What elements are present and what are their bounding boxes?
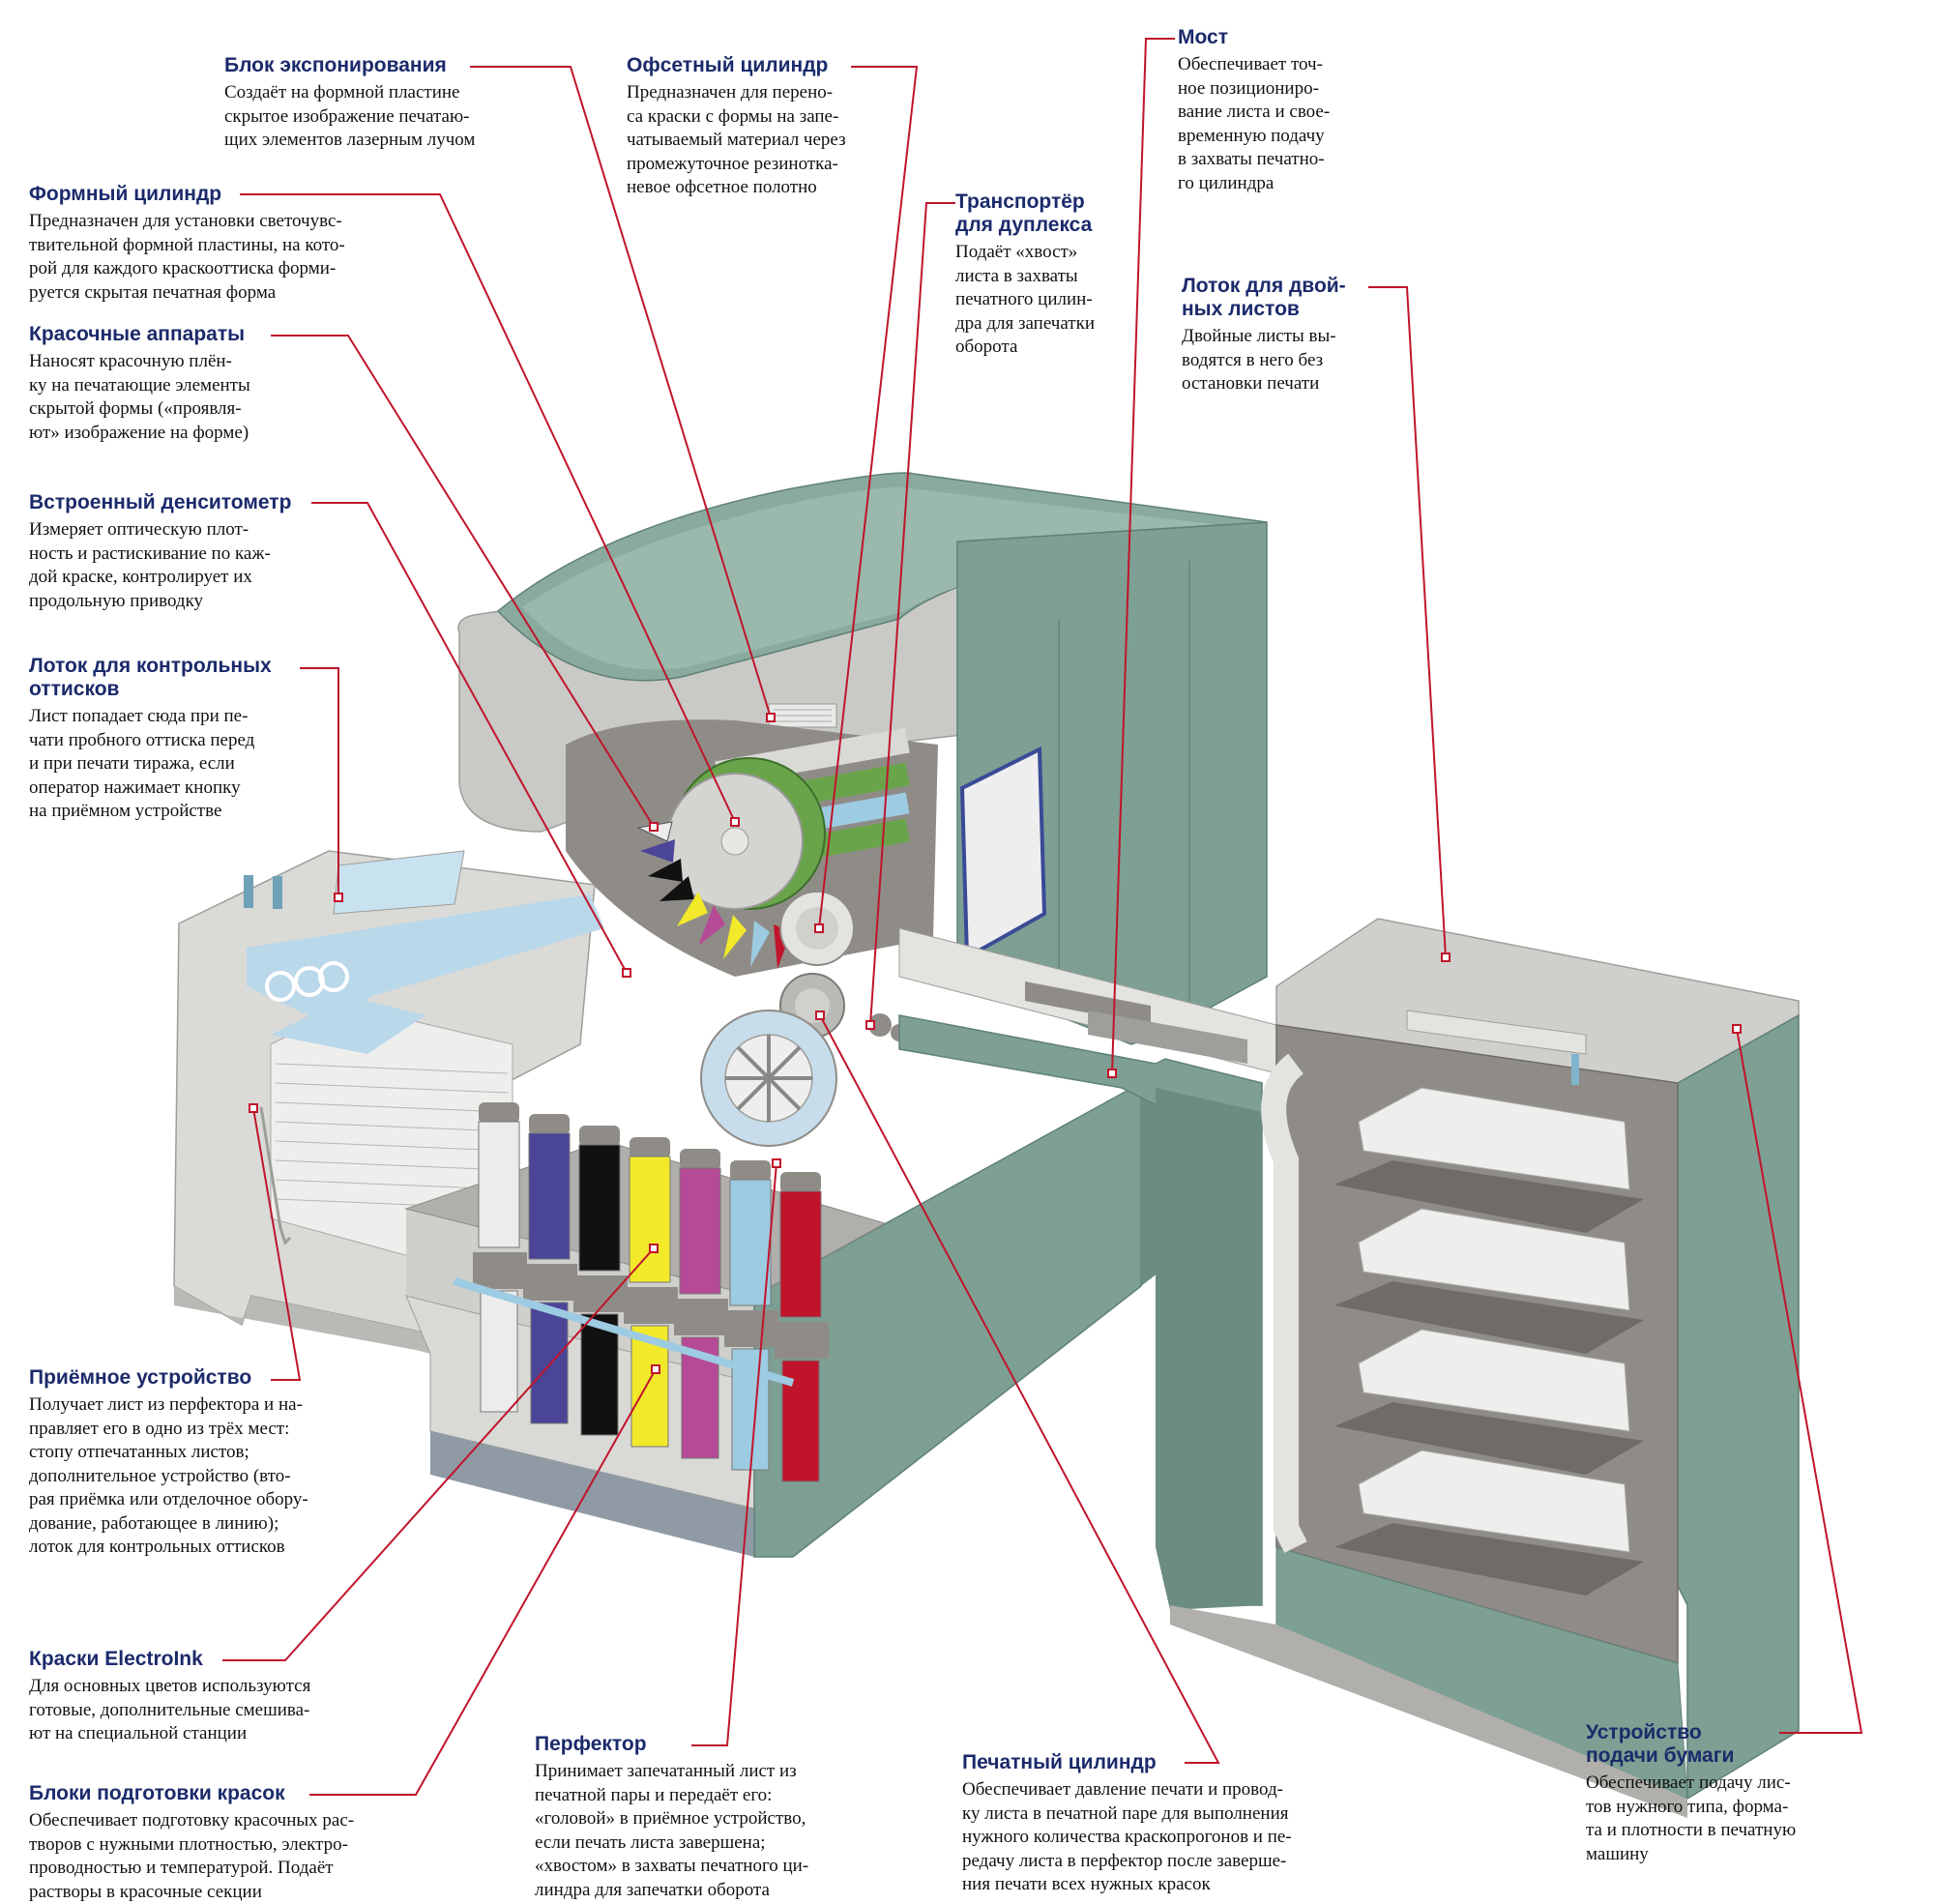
callout-exposure: Блок экспонирования Создаёт на формной п… [224, 54, 640, 153]
callout-text: Получает лист из перфектора и на- правля… [29, 1394, 308, 1557]
callout-title: Встроенный денситометр [29, 491, 292, 513]
callout-plate-cylinder: Формный цилиндр Предназначен для установ… [29, 183, 445, 305]
callout-title: Лоток для контрольных оттисков [29, 655, 272, 700]
leader-inking [271, 335, 655, 828]
marker-inking [649, 822, 659, 832]
callout-electroink: Краски ElectroInk Для основных цветов ис… [29, 1648, 445, 1746]
callout-double-tray: Лоток для двой- ных листов Двойные листы… [1182, 275, 1394, 396]
leader-proof-tray [300, 667, 339, 897]
ink-bottle-red [775, 1172, 829, 1482]
callout-title: Красочные аппараты [29, 323, 246, 345]
leader-exposure [470, 66, 772, 718]
marker-double-tray [1441, 952, 1450, 962]
ink-bottle-light-blue [724, 1160, 778, 1471]
ink-bottles [453, 1102, 829, 1482]
callout-title: Блок экспонирования [224, 54, 447, 76]
marker-ink-prep [651, 1364, 660, 1374]
callout-text: Предназначен для перено- са краски с фор… [627, 82, 846, 197]
callout-text: Обеспечивает подготовку красочных рас- т… [29, 1810, 355, 1902]
callout-title: Приёмное устройство [29, 1366, 252, 1389]
callout-ink-prep: Блоки подготовки красок Обеспечивает под… [29, 1782, 445, 1904]
callout-text: Подаёт «хвост» листа в захваты печатного… [955, 242, 1096, 357]
callout-title: Печатный цилиндр [962, 1751, 1157, 1773]
callout-text: Лист попадает сюда при пе- чати пробного… [29, 706, 255, 821]
marker-impression-cylinder [815, 1011, 825, 1020]
leader-ink-prep [309, 1368, 657, 1796]
leader-offset-cylinder [818, 66, 919, 929]
feeder-shelves [1334, 1087, 1644, 1596]
callout-feeder: Устройство подачи бумаги Обеспечивает по… [1586, 1721, 1866, 1866]
leader-double-tray [1368, 286, 1447, 958]
leader-plate-cylinder [240, 193, 736, 823]
marker-electroink [649, 1244, 659, 1253]
callout-duplex: Транспортёр для дуплекса Подаёт «хвост» … [955, 190, 1168, 360]
ink-bottle-black [573, 1126, 628, 1436]
leader-impression-cylinder [819, 1014, 1220, 1764]
callout-proof-tray: Лоток для контрольных оттисков Лист попа… [29, 655, 445, 824]
callout-title: Устройство подачи бумаги [1586, 1721, 1735, 1767]
callout-title: Мост [1178, 26, 1229, 48]
marker-exposure [766, 713, 776, 722]
callout-title: Транспортёр для дуплекса [955, 190, 1093, 236]
callout-text: Принимает запечатанный лист из печатной … [535, 1761, 809, 1900]
leader-electroink [222, 1247, 655, 1661]
marker-plate-cylinder [730, 817, 740, 827]
leader-delivery [252, 1107, 302, 1381]
callout-text: Предназначен для установки светочувс- тв… [29, 211, 345, 303]
ink-cabinet [404, 1081, 1204, 1558]
marker-duplex [865, 1020, 875, 1030]
callout-impression-cylinder: Печатный цилиндр Обеспечивает давление п… [962, 1751, 1407, 1897]
callout-text: Двойные листы вы- водятся в него без ост… [1182, 326, 1336, 394]
callout-title: Блоки подготовки красок [29, 1782, 285, 1804]
leader-lines [222, 38, 1863, 1796]
ink-bottle-violet [523, 1114, 577, 1424]
leader-feeder [1736, 1028, 1863, 1734]
callout-densitometer: Встроенный денситометр Измеряет оптическ… [29, 491, 445, 613]
callout-text: Наносят красочную плён- ку на печатающие… [29, 351, 250, 443]
delivery-unit [173, 850, 604, 1363]
leader-bridge [1111, 38, 1175, 1074]
marker-perfector [772, 1158, 781, 1168]
callout-text: Обеспечивает подачу лис- тов нужного тип… [1586, 1772, 1797, 1864]
leader-densitometer [311, 502, 628, 974]
callout-text: Для основных цветов используются готовые… [29, 1676, 311, 1743]
marker-bridge [1107, 1069, 1117, 1078]
callout-text: Обеспечивает точ- ное позициониро- вание… [1178, 54, 1331, 193]
bridge-column [898, 927, 1277, 1610]
callout-title: Краски ElectroInk [29, 1648, 203, 1670]
callout-bridge: Мост Обеспечивает точ- ное позициониро- … [1178, 26, 1391, 195]
marker-delivery [249, 1103, 258, 1113]
main-unit [457, 472, 1268, 1147]
callout-perfector: Перфектор Принимает запечатанный лист из… [535, 1733, 951, 1902]
ink-bottle-white [473, 1102, 527, 1413]
callout-delivery: Приёмное устройство Получает лист из пер… [29, 1366, 445, 1560]
callout-title: Лоток для двой- ных листов [1182, 275, 1346, 320]
callout-text: Создаёт на формной пластине скрытое изоб… [224, 82, 476, 150]
feeder-unit [1170, 918, 1800, 1818]
ink-bottle-yellow [624, 1137, 678, 1448]
leader-duplex [869, 202, 955, 1026]
marker-densitometer [622, 968, 631, 978]
callout-title: Офсетный цилиндр [627, 54, 829, 76]
callout-offset-cylinder: Офсетный цилиндр Предназначен для перено… [627, 54, 1042, 200]
callout-text: Обеспечивает давление печати и провод- к… [962, 1779, 1292, 1894]
callout-title: Перфектор [535, 1733, 647, 1755]
leader-perfector [691, 1162, 777, 1746]
callout-title: Формный цилиндр [29, 183, 222, 205]
marker-proof-tray [334, 893, 343, 902]
marker-feeder [1732, 1024, 1742, 1034]
callout-text: Измеряет оптическую плот- ность и растис… [29, 519, 271, 611]
marker-offset-cylinder [814, 923, 824, 933]
callout-inking: Красочные аппараты Наносят красочную плё… [29, 323, 445, 445]
ink-supply-rail [453, 1277, 795, 1387]
